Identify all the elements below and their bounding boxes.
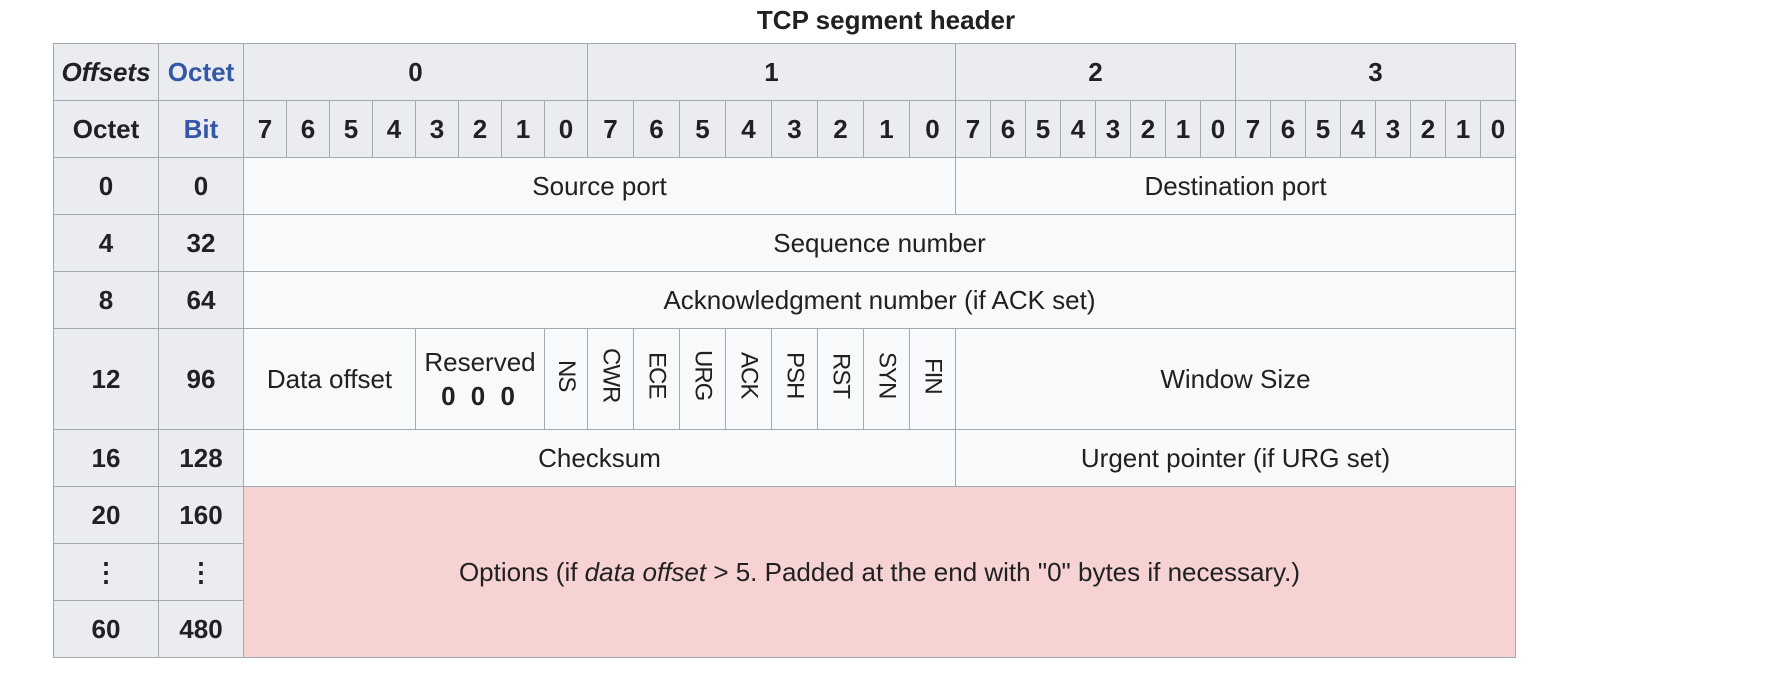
row-octet-offset: 4 [53, 214, 159, 272]
octet-header-2: 2 [955, 43, 1236, 101]
bit-label: 2 [817, 100, 864, 158]
flag-label: RST [827, 353, 855, 398]
bit-label: 1 [863, 100, 910, 158]
bit-label: 6 [633, 100, 680, 158]
flag-rst: RST [817, 328, 864, 430]
row-bit-offset: 0 [158, 157, 244, 215]
row-octet-offset: 60 [53, 600, 159, 658]
flag-label: FIN [919, 357, 947, 394]
bit-label: 4 [725, 100, 772, 158]
row-octet-offset: 8 [53, 271, 159, 329]
row-bit-offset: 96 [158, 328, 244, 430]
bit-label: 1 [1165, 100, 1201, 158]
table-caption: TCP segment header [756, 5, 1016, 35]
row-bit-offset: 160 [158, 486, 244, 544]
bit-label: 3 [1375, 100, 1411, 158]
row-octet-offset: 16 [53, 429, 159, 487]
bit-label: 5 [1025, 100, 1061, 158]
octet-column-header[interactable]: Octet [158, 43, 244, 101]
bit-label: 4 [372, 100, 416, 158]
ack-number-field: Acknowledgment number (if ACK set) [243, 271, 1516, 329]
octet-row-header: Octet [53, 100, 159, 158]
row-octet-offset: 0 [53, 157, 159, 215]
row-octet-offset: 20 [53, 486, 159, 544]
flag-label: ECE [643, 352, 671, 399]
bit-label: 4 [1340, 100, 1376, 158]
urgent-pointer-field: Urgent pointer (if URG set) [955, 429, 1516, 487]
flag-label: URG [689, 350, 717, 401]
flag-ack: ACK [725, 328, 772, 430]
bit-label: 6 [286, 100, 330, 158]
flag-cwr: CWR [587, 328, 634, 430]
bit-label: 5 [679, 100, 726, 158]
bit-label: 3 [415, 100, 459, 158]
row-bit-offset: 480 [158, 600, 244, 658]
bit-label: 3 [771, 100, 818, 158]
options-field: Options (if data offset > 5. Padded at t… [243, 486, 1516, 658]
flag-label: SYN [873, 352, 901, 399]
bit-label: 0 [1200, 100, 1236, 158]
bit-label: 7 [587, 100, 634, 158]
sequence-number-field: Sequence number [243, 214, 1516, 272]
bit-label: 5 [1305, 100, 1341, 158]
window-size-field: Window Size [955, 328, 1516, 430]
flag-urg: URG [679, 328, 726, 430]
flag-ece: ECE [633, 328, 680, 430]
row-bit-offset: 32 [158, 214, 244, 272]
flag-label: PSH [781, 352, 809, 399]
flag-label: ACK [735, 352, 763, 399]
destination-port-field: Destination port [955, 157, 1516, 215]
row-octet-offset: 12 [53, 328, 159, 430]
bit-label: 7 [955, 100, 991, 158]
flag-label: CWR [597, 348, 625, 403]
bit-label: 7 [1235, 100, 1271, 158]
offsets-header: Offsets [53, 43, 159, 101]
row-bit-offset: ⋮ [158, 543, 244, 601]
bit-label: 7 [243, 100, 287, 158]
bit-label: 4 [1060, 100, 1096, 158]
reserved-field: Reserved 0 0 0 [415, 328, 545, 430]
bit-label: 1 [1445, 100, 1481, 158]
flag-syn: SYN [863, 328, 910, 430]
tcp-header-table: Offsets Octet 0 1 2 3 Octet Bit 7 6 5 4 … [53, 43, 1516, 658]
flag-label: NS [553, 359, 580, 392]
row-bit-offset: 64 [158, 271, 244, 329]
bit-label: 2 [458, 100, 502, 158]
bit-label: 3 [1095, 100, 1131, 158]
bit-label: 1 [501, 100, 545, 158]
bit-label: 0 [544, 100, 588, 158]
octet-header-0: 0 [243, 43, 588, 101]
bit-label: 6 [1270, 100, 1306, 158]
row-octet-offset: ⋮ [53, 543, 159, 601]
reserved-bits: 0 0 0 [441, 381, 519, 411]
bit-column-header[interactable]: Bit [158, 100, 244, 158]
options-italic: data offset [584, 556, 707, 587]
source-port-field: Source port [243, 157, 956, 215]
reserved-label: Reserved [424, 347, 536, 377]
checksum-field: Checksum [243, 429, 956, 487]
data-offset-field: Data offset [243, 328, 416, 430]
row-bit-offset: 128 [158, 429, 244, 487]
bit-label: 6 [990, 100, 1026, 158]
bit-label: 0 [909, 100, 956, 158]
octet-header-1: 1 [587, 43, 956, 101]
bit-label: 2 [1410, 100, 1446, 158]
options-prefix: Options (if [458, 556, 585, 587]
flag-fin: FIN [909, 328, 956, 430]
bit-label: 0 [1480, 100, 1516, 158]
bit-label: 2 [1130, 100, 1166, 158]
octet-header-3: 3 [1235, 43, 1516, 101]
flag-psh: PSH [771, 328, 818, 430]
flag-ns: NS [544, 328, 588, 430]
options-suffix: > 5. Padded at the end with "0" bytes if… [706, 556, 1301, 587]
bit-label: 5 [329, 100, 373, 158]
